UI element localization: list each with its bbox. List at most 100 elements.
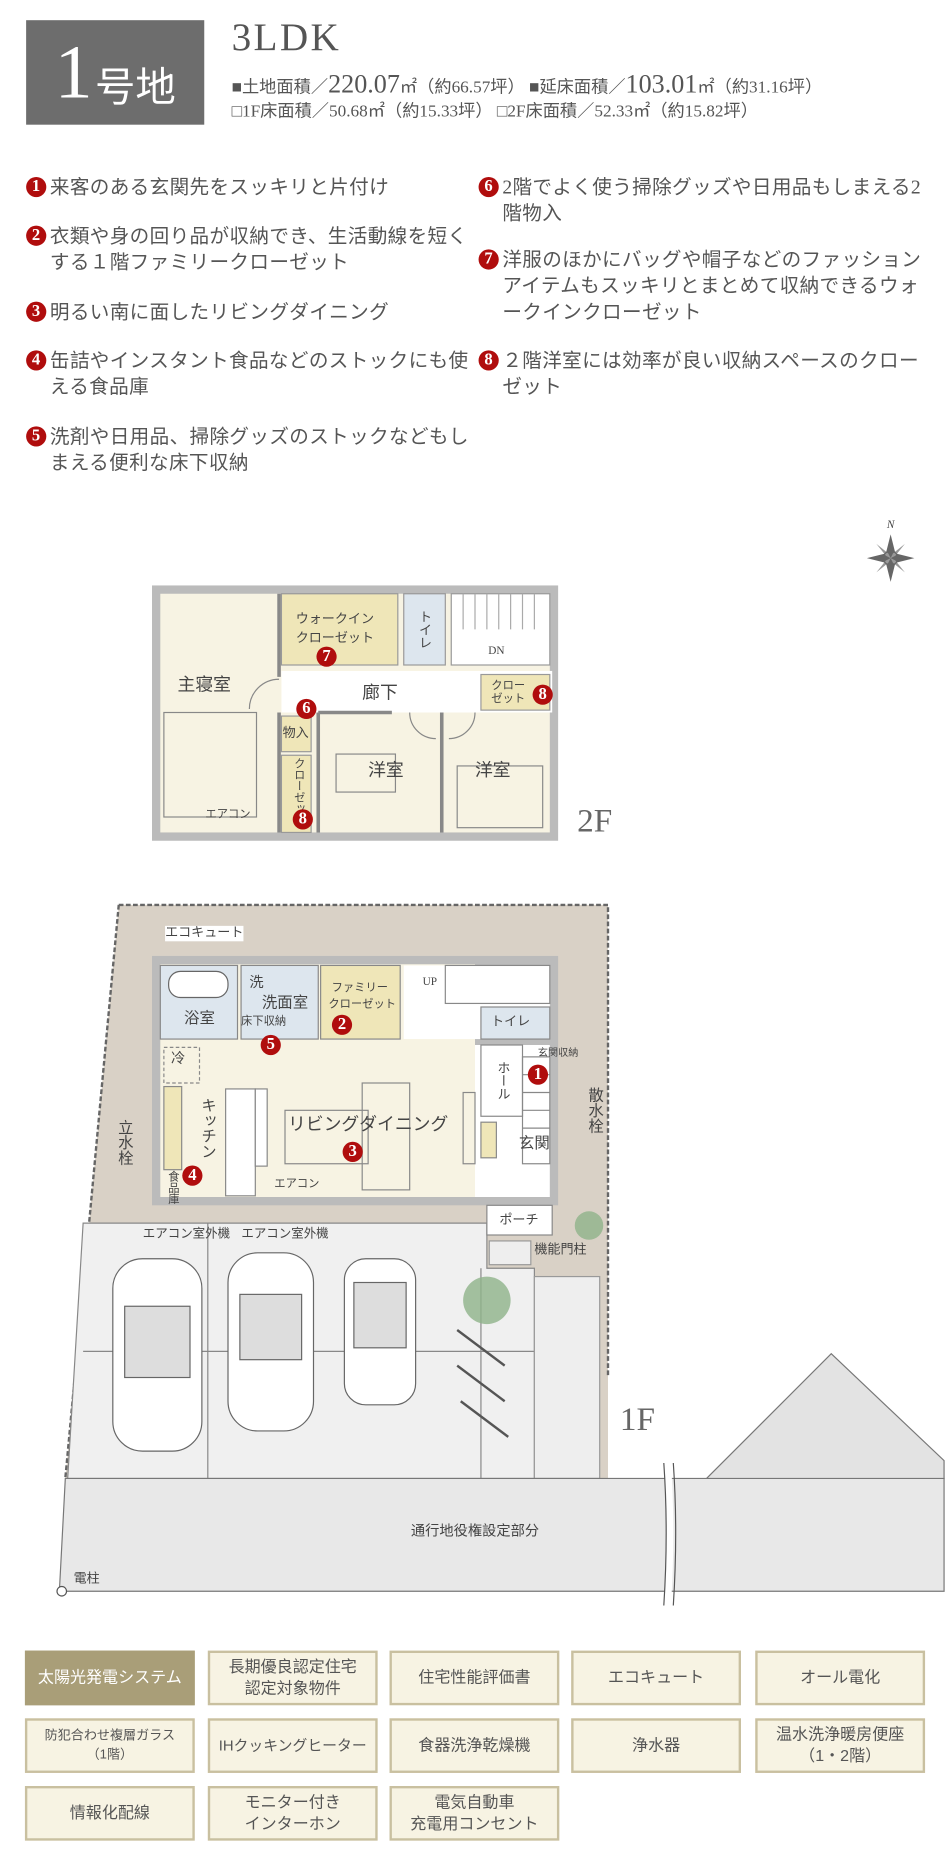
compass-north: N [886, 519, 895, 532]
garden-faucet: 散水栓 [585, 1087, 604, 1134]
equipment-network-wiring: 情報化配線 [24, 1786, 195, 1841]
marker-7: 7 [478, 249, 499, 270]
marker-5: 5 [260, 1034, 281, 1056]
underfloor-storage: 床下収納 [241, 1015, 287, 1028]
floor2-plan [152, 585, 559, 841]
room-western-2: 洋室 [474, 761, 511, 781]
room-hallway: 廊下 [362, 684, 398, 704]
room-bathroom: 浴室 [184, 1008, 215, 1027]
feature-text: 洗剤や日用品、掃除グッズのストックなどもしまえる便利な床下収納 [49, 425, 469, 474]
lot-suffix: 号地 [95, 65, 176, 110]
marker-7: 7 [316, 646, 337, 667]
feature-text: 2階でよく使う掃除グッズや日用品もしまえる2階物入 [502, 175, 922, 225]
aircon-1f: エアコン [274, 1178, 320, 1191]
marker-8: 8 [478, 350, 499, 371]
marker-4: 4 [182, 1165, 203, 1186]
room-kitchen: キッチン [198, 1097, 217, 1159]
standing-faucet: 立水栓 [115, 1119, 134, 1166]
utility-pole: 電柱 [73, 1571, 100, 1587]
outdoor-unit-2: エアコン室外機 [241, 1227, 329, 1241]
lot-number-badge: 1 号地 [26, 20, 205, 125]
outdoor-unit-1: エアコン室外機 [142, 1227, 231, 1241]
marker-1: 1 [527, 1064, 549, 1085]
equipment-ih-cooktop: IHクッキングヒーター [207, 1718, 378, 1773]
car-icon [343, 1258, 417, 1406]
floor2-area: □2F床面積／52.33㎡（約15.82坪） [496, 102, 758, 122]
closet-a: クローゼット [491, 680, 526, 706]
washer: 洗 [249, 973, 264, 991]
area-line-1: ■土地面積／220.07㎡（約66.57坪） ■延床面積／103.01㎡（約31… [232, 69, 823, 100]
room-living-dining: リビングダイニング [287, 1115, 449, 1135]
compass-icon [866, 534, 915, 582]
equipment-water-purifier: 浄水器 [571, 1718, 741, 1773]
room-master-bedroom: 主寝室 [177, 676, 231, 696]
marker-5: 5 [26, 426, 47, 447]
road [56, 1352, 945, 1606]
total-floor-value: 103.01 [625, 68, 698, 99]
equipment-ev-outlet: 電気自動車 充電用コンセント [389, 1786, 560, 1841]
marker-2: 2 [26, 225, 47, 246]
equipment-long-term-certified: 長期優良認定住宅 認定対象物件 [207, 1650, 378, 1706]
family-closet-line1: ファミリー [331, 982, 389, 995]
floor1-label: 1F [619, 1401, 655, 1439]
equipment-video-intercom: モニター付き インターホン [207, 1786, 378, 1841]
feature-text: 来客のある玄関先をスッキリと片付け [49, 175, 390, 199]
floor1-area: □1F床面積／50.68㎡（約15.33坪） [231, 102, 493, 122]
area-line-2: □1F床面積／50.68㎡（約15.33坪） □2F床面積／52.33㎡（約15… [232, 97, 758, 122]
room-wic-line1: ウォークイン [295, 612, 375, 627]
room-toilet-1f: トイレ [491, 1014, 531, 1030]
equipment-dishwasher: 食器洗浄乾燥機 [389, 1718, 560, 1773]
total-floor-unit: ㎡（約31.16坪） [697, 78, 823, 98]
land-area-value: 220.07 [328, 68, 400, 99]
room-washroom: 洗面室 [261, 993, 309, 1012]
equipment-all-electric: オール電化 [755, 1650, 926, 1706]
land-area-label: ■土地面積／ [231, 78, 329, 98]
feature-text: 洋服のほかにバッグや帽子などのファッションアイテムもスッキリとまとめて収納できる… [502, 248, 922, 323]
porch: ポーチ [499, 1213, 539, 1228]
equipment-warm-toilet-seat: 温水洗浄暖房便座 （1・2階） [755, 1718, 926, 1773]
marker-1: 1 [26, 176, 47, 198]
entrance-storage: 玄関収納 [537, 1046, 579, 1059]
equipment-performance-report: 住宅性能評価書 [389, 1650, 560, 1706]
room-wic-line2: クローゼット [295, 631, 375, 646]
bicycle-icon [456, 1329, 509, 1438]
marker-3: 3 [342, 1141, 363, 1162]
room-storage: 物入 [282, 726, 309, 741]
equipment-security-glass: 防犯合わせ複層ガラス （1階） [24, 1718, 195, 1773]
feature-text: 缶詰やインスタント食品などのストックにも使える食品庫 [49, 349, 469, 398]
marker-8: 8 [292, 809, 313, 830]
fridge: 冷 [170, 1049, 186, 1067]
easement-area: 通行地役権設定部分 [410, 1522, 540, 1540]
car-icon [112, 1258, 203, 1452]
marker-6: 6 [478, 176, 499, 198]
feature-text: ２階洋室には効率が良い収納スペースのクローゼット [502, 349, 919, 398]
land-area-unit: ㎡（約66.57坪） [399, 78, 525, 98]
marker-3: 3 [26, 301, 47, 322]
aircon-2f: エアコン [205, 809, 251, 822]
marker-4: 4 [26, 350, 47, 371]
marker-2: 2 [331, 1014, 353, 1035]
lot-number: 1 [54, 29, 93, 114]
stairs-down: DN [488, 645, 505, 658]
closet-b: クローゼット [291, 757, 304, 826]
equipment-solar: 太陽光発電システム [24, 1650, 195, 1706]
family-closet-line2: クローゼット [328, 999, 397, 1012]
pantry: 食品庫 [165, 1170, 178, 1205]
total-floor-label: ■延床面積／ [529, 78, 626, 98]
stairs-up: UP [422, 976, 438, 989]
equipment-ecocute: エコキュート [571, 1650, 741, 1706]
ecocute-unit: エコキュート [165, 925, 244, 941]
feature-text: 明るい南に面したリビングダイニング [49, 300, 390, 323]
car-icon [227, 1252, 315, 1432]
room-toilet-2f: トイレ [417, 609, 432, 649]
